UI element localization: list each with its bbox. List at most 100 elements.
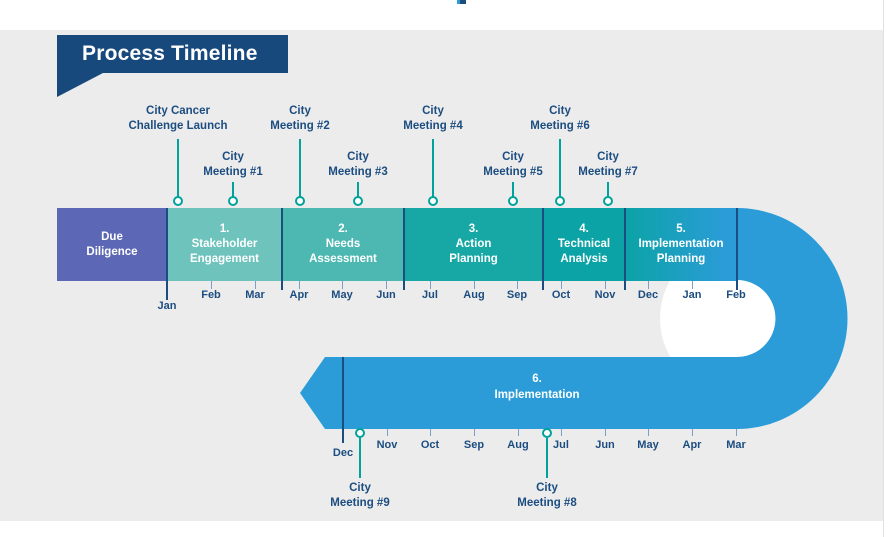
annotation-pin-circle: [295, 196, 305, 206]
annotation-label-line: City: [549, 105, 571, 117]
dec-marker-line: [342, 357, 344, 443]
month-label-top: Jan: [682, 289, 702, 301]
month-label-bottom: Aug: [507, 439, 529, 451]
annotation-pin-circle: [428, 196, 438, 206]
annotation-pin-line: [359, 438, 361, 478]
annotation-label-line: Meeting #1: [203, 165, 263, 178]
annotation-pin-circle: [355, 428, 365, 438]
annotation-pin-line: [546, 438, 548, 478]
month-label-bottom: Apr: [682, 439, 702, 451]
month-tick: [430, 281, 431, 289]
month-tick: [517, 281, 518, 289]
month-label-bottom: Sep: [463, 439, 485, 451]
phase-label-line: Planning: [656, 253, 706, 265]
month-tick: [736, 429, 737, 436]
month-tick: [648, 429, 649, 436]
month-tick: [387, 429, 388, 436]
phase-name: Implementation: [494, 389, 580, 401]
month-label-bottom: Dec: [332, 447, 354, 459]
month-label-bottom: May: [637, 439, 659, 451]
month-tick: [561, 429, 562, 436]
phase-label-line: Analysis: [560, 253, 608, 265]
annotation-label-line: Meeting #6: [530, 119, 590, 132]
month-tick: [474, 429, 475, 436]
phase-divider: [624, 208, 626, 290]
phase-label-line: Needs: [325, 238, 361, 250]
month-label-bottom: Mar: [726, 439, 746, 451]
phase-divider: [281, 208, 283, 290]
annotation-pin-line: [357, 182, 359, 197]
month-label-top: Oct: [551, 289, 571, 301]
month-tick: [648, 281, 649, 289]
annotation-label-line: City: [536, 482, 558, 494]
page-title: Process Timeline: [82, 42, 258, 65]
month-label-top: Jan: [157, 300, 177, 312]
annotation-pin-line: [432, 139, 434, 197]
phase-label-line: Implementation: [638, 238, 724, 250]
phase-label-line: Action: [455, 238, 492, 250]
annotation-pin-circle: [173, 196, 183, 206]
phase-label-line: 5.: [676, 223, 686, 235]
annotation-pin-line: [607, 182, 609, 197]
annotation-label-line: City: [422, 105, 444, 117]
month-tick: [692, 281, 693, 289]
phase-label-line: Stakeholder: [191, 238, 258, 250]
phase-divider: [403, 208, 405, 290]
month-tick: [518, 429, 519, 436]
clipped-artifact: [457, 0, 466, 4]
phase-label-line: 1.: [219, 223, 230, 235]
month-label-bottom: Nov: [376, 439, 398, 451]
phase-divider: [736, 208, 738, 290]
month-tick: [605, 429, 606, 436]
month-label-bottom: Jul: [553, 439, 569, 451]
annotation-label-line: City: [347, 151, 369, 163]
phase-label-line: Due: [101, 230, 123, 243]
month-tick: [430, 429, 431, 436]
phase-label-line: Engagement: [189, 253, 259, 265]
month-label-top: Mar: [245, 289, 265, 301]
phase-label-line: 3.: [468, 223, 479, 235]
annotation-pin-circle: [353, 196, 363, 206]
annotation-label-line: Meeting #9: [330, 496, 390, 509]
annotation-pin-line: [512, 182, 514, 197]
annotation-label-line: City: [222, 151, 244, 163]
month-label-top: Feb: [201, 289, 221, 301]
annotation-label-line: Meeting #4: [403, 119, 463, 132]
month-label-top: Sep: [506, 289, 528, 301]
month-label-bottom: Oct: [420, 439, 440, 451]
month-tick: [211, 281, 212, 289]
phase-number: 6.: [532, 373, 542, 385]
month-tick: [561, 281, 562, 289]
annotation-label-line: Challenge Launch: [128, 119, 228, 132]
phase-divider: [166, 208, 168, 300]
month-label-top: May: [331, 289, 353, 301]
annotation-label-line: Meeting #2: [270, 119, 330, 132]
phase-label-line: Technical: [557, 238, 611, 250]
panel-edge: [883, 0, 884, 537]
annotation-pin-circle: [555, 196, 565, 206]
month-label-top: Dec: [637, 289, 659, 301]
annotation-pin-circle: [508, 196, 518, 206]
month-tick: [605, 281, 606, 289]
month-label-bottom: Jun: [595, 439, 615, 451]
annotation-pin-circle: [542, 428, 552, 438]
title-banner: Process Timeline: [57, 35, 288, 73]
annotation-label-line: Meeting #7: [578, 165, 638, 178]
month-label-top: Jul: [422, 289, 438, 301]
annotation-pin-line: [559, 139, 561, 197]
annotation-label-line: City: [597, 151, 619, 163]
